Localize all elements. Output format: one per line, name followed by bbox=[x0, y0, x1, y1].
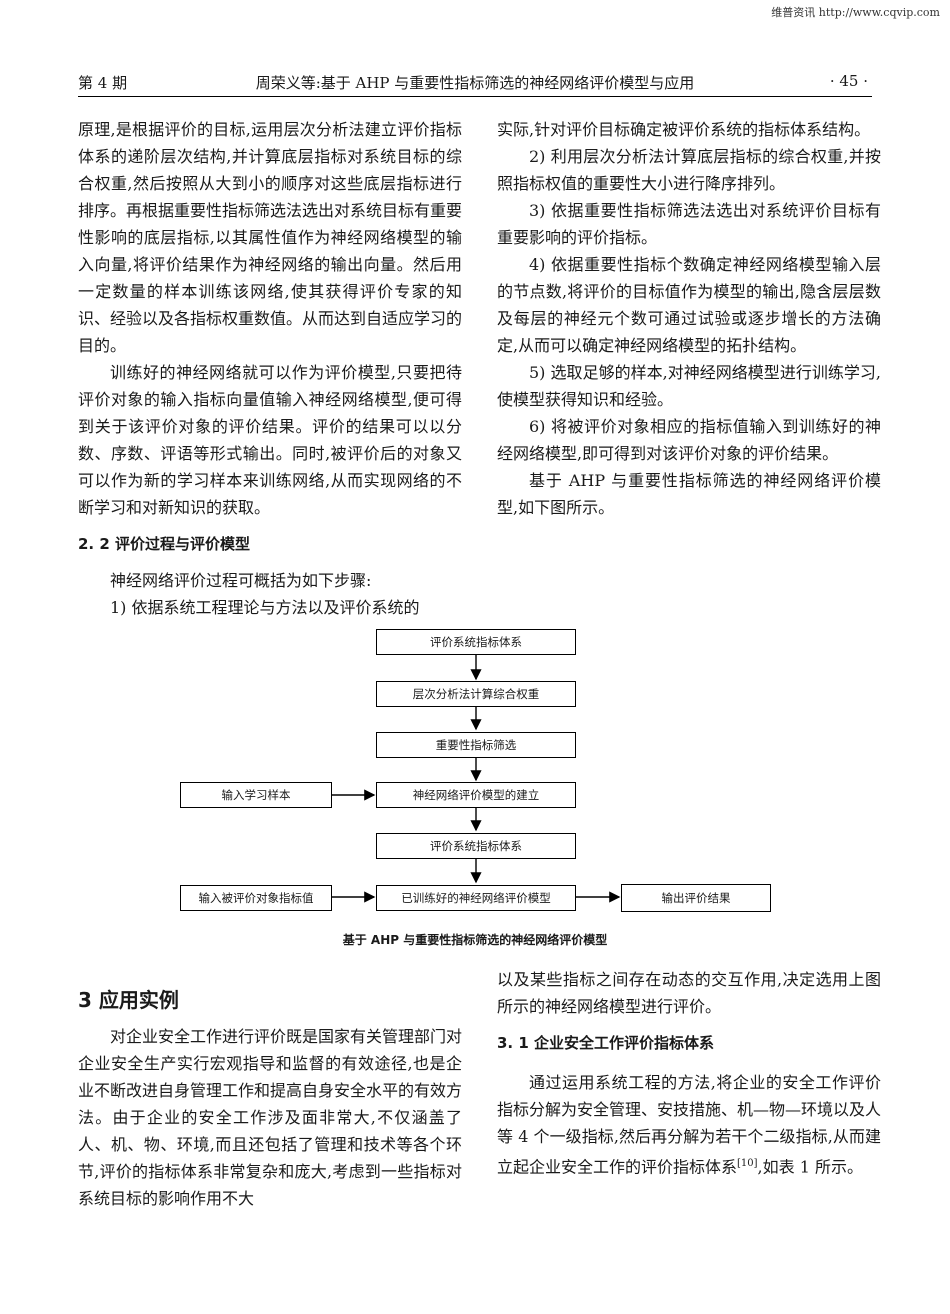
paragraph: 4) 依据重要性指标个数确定神经网络模型输入层的节点数,将评价的目标值作为模型的… bbox=[497, 255, 881, 355]
flow-box-ahp-weights: 层次分析法计算综合权重 bbox=[376, 681, 576, 707]
article-title: 周荣义等:基于 AHP 与重要性指标筛选的神经网络评价模型与应用 bbox=[255, 74, 695, 92]
paragraph: 神经网络评价过程可概括为如下步骤: bbox=[110, 571, 372, 590]
paragraph: 训练好的神经网络就可以作为评价模型,只要把待评价对象的输入指标向量值输入神经网络… bbox=[78, 363, 462, 517]
left-column-top: 原理,是根据评价的目标,运用层次分析法建立评价指标体系的递阶层次结构,并计算底层… bbox=[78, 116, 462, 621]
paragraph: 通过运用系统工程的方法,将企业的安全工作评价指标分解为安全管理、安技措施、机—物… bbox=[497, 1069, 881, 1180]
figure-caption: 基于 AHP 与重要性指标筛选的神经网络评价模型 bbox=[342, 933, 608, 947]
flow-box-indicator-system: 评价系统指标体系 bbox=[376, 629, 576, 655]
flow-box-indicator-screening: 重要性指标筛选 bbox=[376, 732, 576, 758]
page-number: · 45 · bbox=[829, 72, 868, 90]
paragraph: 以及某些指标之间存在动态的交互作用,决定选用上图所示的神经网络模型进行评价。 bbox=[497, 970, 881, 1016]
section-heading-2-2: 2. 2 评价过程与评价模型 bbox=[78, 535, 251, 553]
section-heading-3-1: 3. 1 企业安全工作评价指标体系 bbox=[497, 1034, 715, 1052]
paragraph: 2) 利用层次分析法计算底层指标的综合权重,并按照指标权值的重要性大小进行降序排… bbox=[497, 147, 881, 193]
running-header: 第 4 期 周荣义等:基于 AHP 与重要性指标筛选的神经网络评价模型与应用 ·… bbox=[78, 70, 872, 97]
section-heading-3: 3 应用实例 bbox=[78, 988, 179, 1012]
paragraph: 基于 AHP 与重要性指标筛选的神经网络评价模型,如下图所示。 bbox=[497, 471, 881, 517]
right-column-top: 实际,针对评价目标确定被评价系统的指标体系结构。 2) 利用层次分析法计算底层指… bbox=[497, 116, 881, 521]
flow-box-model-building: 神经网络评价模型的建立 bbox=[376, 782, 576, 808]
paragraph-text-end: ,如表 1 所示。 bbox=[757, 1157, 863, 1177]
reference-marker: [10] bbox=[737, 1158, 758, 1169]
issue-number: 第 4 期 bbox=[78, 74, 128, 92]
flow-box-input-values: 输入被评价对象指标值 bbox=[180, 885, 332, 911]
left-column-bottom: 对企业安全工作进行评价既是国家有关管理部门对企业安全生产实行宏观指导和监督的有效… bbox=[78, 1023, 462, 1212]
paragraph: 原理,是根据评价的目标,运用层次分析法建立评价指标体系的递阶层次结构,并计算底层… bbox=[78, 120, 463, 355]
paragraph: 6) 将被评价对象相应的指标值输入到训练好的神经网络模型,即可得到对该评价对象的… bbox=[497, 417, 881, 463]
paragraph: 3) 依据重要性指标筛选法选出对系统评价目标有重要影响的评价指标。 bbox=[497, 201, 881, 247]
right-column-bottom: 以及某些指标之间存在动态的交互作用,决定选用上图所示的神经网络模型进行评价。 3… bbox=[497, 966, 881, 1180]
paragraph-text: 通过运用系统工程的方法,将企业的安全工作评价指标分解为安全管理、安技措施、机—物… bbox=[497, 1073, 882, 1177]
flow-box-trained-model: 已训练好的神经网络评价模型 bbox=[376, 885, 576, 911]
paragraph: 对企业安全工作进行评价既是国家有关管理部门对企业安全生产实行宏观指导和监督的有效… bbox=[78, 1027, 463, 1208]
flow-box-output: 输出评价结果 bbox=[621, 884, 771, 912]
flow-box-input-samples: 输入学习样本 bbox=[180, 782, 332, 808]
paragraph: 1) 依据系统工程理论与方法以及评价系统的 bbox=[110, 598, 420, 617]
paragraph: 实际,针对评价目标确定被评价系统的指标体系结构。 bbox=[497, 120, 871, 139]
flow-box-indicator-system-2: 评价系统指标体系 bbox=[376, 833, 576, 859]
watermark: 维普资讯 http://www.cqvip.com bbox=[771, 6, 940, 19]
paragraph: 5) 选取足够的样本,对神经网络模型进行训练学习,使模型获得知识和经验。 bbox=[497, 363, 881, 409]
